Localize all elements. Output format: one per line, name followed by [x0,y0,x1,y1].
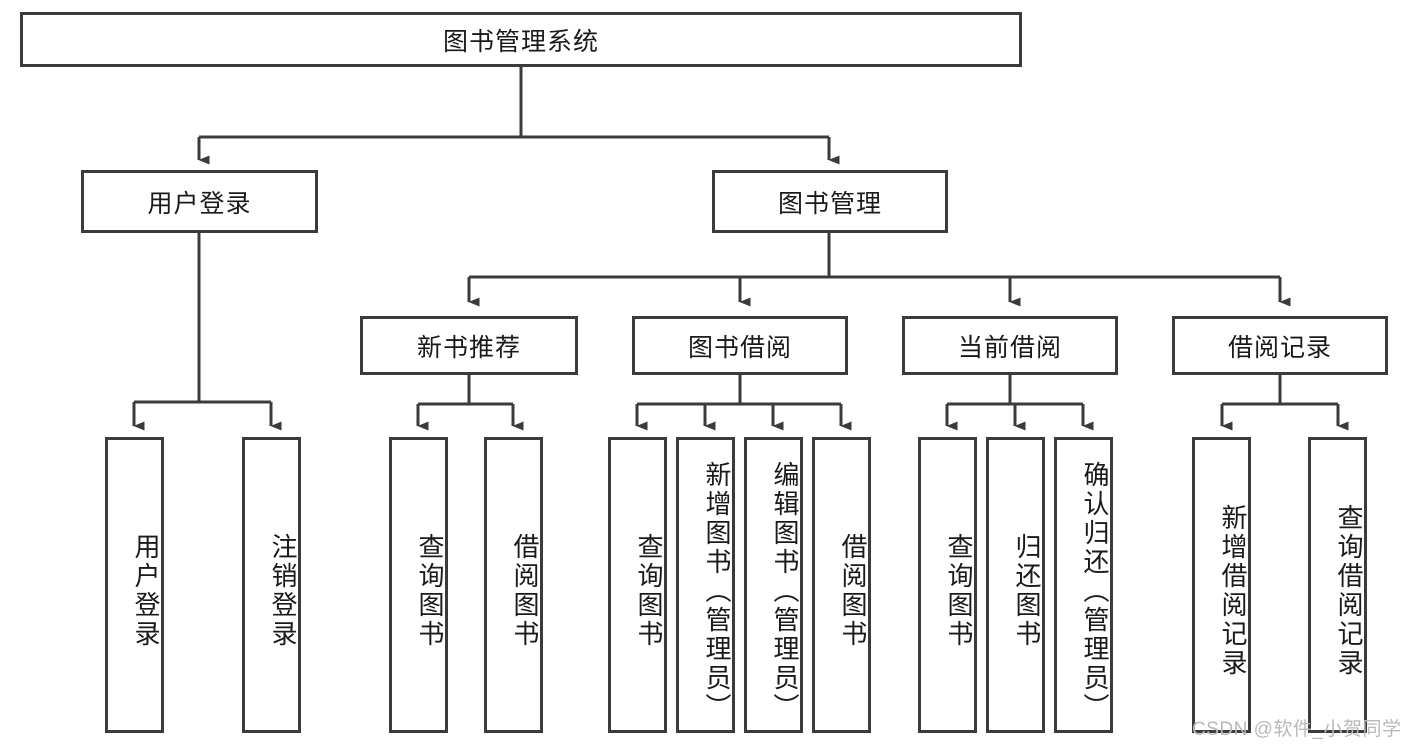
node-leaf-edit-book[interactable]: 编辑图书（管理员） [744,437,803,733]
node-label: 用户登录 [131,533,161,649]
node-label: 新增借阅记录 [1218,504,1248,678]
node-label: 编辑图书（管理员） [770,460,800,722]
node-label: 图书管理 [777,189,882,218]
node-leaf-query-book-1[interactable]: 查询图书 [389,437,448,733]
node-leaf-logout-login[interactable]: 注销登录 [242,437,301,733]
node-leaf-return-book[interactable]: 归还图书 [986,437,1045,733]
node-label: 借阅图书 [510,533,540,649]
node-label: 用户登录 [147,189,252,218]
node-label: 归还图书 [1012,533,1042,649]
node-book-management[interactable]: 图书管理 [712,170,948,233]
node-label: 借阅图书 [838,533,868,649]
node-label: 查询图书 [634,533,664,649]
node-label: 注销登录 [268,533,298,649]
node-leaf-user-login[interactable]: 用户登录 [105,437,164,733]
node-user-login[interactable]: 用户登录 [81,170,318,233]
node-current-borrow[interactable]: 当前借阅 [902,316,1118,375]
node-label: 新书推荐 [416,333,521,362]
node-label: 确认归还（管理员） [1080,460,1110,722]
node-leaf-borrow-book-1[interactable]: 借阅图书 [484,437,543,733]
node-label: 查询图书 [415,533,445,649]
node-book-borrow[interactable]: 图书借阅 [632,316,848,375]
node-borrow-record[interactable]: 借阅记录 [1172,316,1388,375]
node-new-book-recommend[interactable]: 新书推荐 [360,316,578,375]
node-label: 新增图书（管理员） [702,460,732,722]
node-label: 图书借阅 [687,333,792,362]
node-leaf-add-book[interactable]: 新增图书（管理员） [676,437,735,733]
node-leaf-borrow-book-2[interactable]: 借阅图书 [812,437,871,733]
node-label: 图书管理系统 [442,27,599,56]
node-leaf-query-book-3[interactable]: 查询图书 [918,437,977,733]
node-leaf-add-record[interactable]: 新增借阅记录 [1192,437,1251,733]
node-leaf-query-record[interactable]: 查询借阅记录 [1308,437,1367,733]
node-root-book-management-system[interactable]: 图书管理系统 [20,12,1022,67]
node-label: 查询图书 [944,533,974,649]
csdn-watermark: CSDN @软件_小贺同学 [1192,719,1402,740]
node-leaf-query-book-2[interactable]: 查询图书 [608,437,667,733]
node-label: 借阅记录 [1227,333,1332,362]
node-label: 查询借阅记录 [1334,504,1364,678]
node-label: 当前借阅 [957,333,1062,362]
node-leaf-confirm-return[interactable]: 确认归还（管理员） [1054,437,1113,733]
